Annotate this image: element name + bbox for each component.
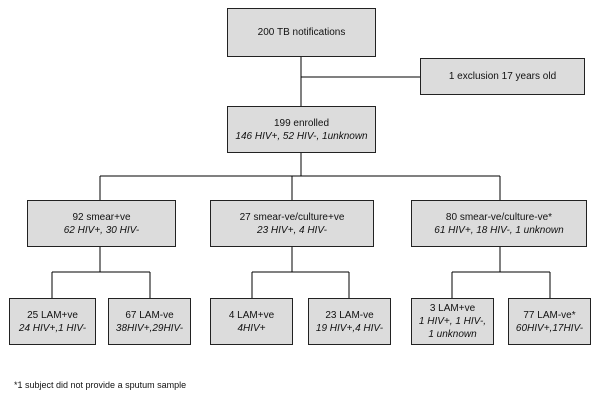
lam-positive-hiv-breakdown-3: 1 HIV+, 1 HIV-, — [418, 316, 487, 327]
lam-negative-label-1: 67 LAM-ve — [125, 309, 174, 321]
enrolled-box: 199 enrolled 146 HIV+, 52 HIV-, 1unknown — [227, 106, 376, 153]
tb-notifications-label: 200 TB notifications — [257, 27, 346, 38]
lam-negative-label-2: 23 LAM-ve — [325, 309, 374, 321]
smear-neg-culture-pos-label: 27 smear-ve/culture+ve — [239, 211, 345, 223]
lam-positive-hiv-breakdown-2: 4HIV+ — [237, 322, 266, 334]
enrolled-label: 199 enrolled — [273, 117, 330, 129]
smear-neg-culture-neg-hiv-breakdown: 61 HIV+, 18 HIV-, 1 unknown — [434, 224, 564, 236]
smear-positive-label: 92 smear+ve — [72, 211, 131, 223]
tb-notifications-box: 200 TB notifications — [227, 8, 376, 57]
exclusion-label: 1 exclusion 17 years old — [448, 71, 557, 82]
smear-neg-culture-pos-hiv-breakdown: 23 HIV+, 4 HIV- — [257, 224, 327, 236]
smear-positive-hiv-breakdown: 62 HIV+, 30 HIV- — [63, 224, 140, 236]
lam-positive-unknown-3: 1 unknown — [428, 329, 477, 340]
lam-negative-hiv-breakdown-2: 19 HIV+,4 HIV- — [315, 322, 384, 334]
smear-neg-culture-pos-box: 27 smear-ve/culture+ve 23 HIV+, 4 HIV- — [210, 200, 374, 247]
lam-positive-box-1: 25 LAM+ve 24 HIV+,1 HIV- — [9, 298, 96, 345]
lam-positive-box-2: 4 LAM+ve 4HIV+ — [210, 298, 293, 345]
lam-negative-box-3: 77 LAM-ve* 60HIV+,17HIV- — [508, 298, 591, 345]
lam-positive-label-1: 25 LAM+ve — [27, 309, 78, 321]
lam-negative-box-1: 67 LAM-ve 38HIV+,29HIV- — [108, 298, 191, 345]
enrolled-hiv-breakdown: 146 HIV+, 52 HIV-, 1unknown — [235, 130, 368, 142]
lam-positive-label-3: 3 LAM+ve — [429, 303, 476, 314]
smear-neg-culture-neg-label: 80 smear-ve/culture-ve* — [445, 211, 553, 223]
lam-negative-box-2: 23 LAM-ve 19 HIV+,4 HIV- — [308, 298, 391, 345]
exclusion-box: 1 exclusion 17 years old — [420, 58, 585, 95]
lam-negative-hiv-breakdown-3: 60HIV+,17HIV- — [515, 322, 584, 334]
lam-negative-hiv-breakdown-1: 38HIV+,29HIV- — [115, 322, 184, 334]
smear-neg-culture-neg-box: 80 smear-ve/culture-ve* 61 HIV+, 18 HIV-… — [411, 200, 587, 247]
smear-positive-box: 92 smear+ve 62 HIV+, 30 HIV- — [27, 200, 176, 247]
footnote: *1 subject did not provide a sputum samp… — [14, 380, 187, 390]
lam-positive-label-2: 4 LAM+ve — [228, 309, 275, 321]
lam-negative-label-3: 77 LAM-ve* — [523, 309, 576, 321]
lam-positive-hiv-breakdown-1: 24 HIV+,1 HIV- — [18, 322, 87, 334]
lam-positive-box-3: 3 LAM+ve 1 HIV+, 1 HIV-, 1 unknown — [411, 298, 494, 345]
